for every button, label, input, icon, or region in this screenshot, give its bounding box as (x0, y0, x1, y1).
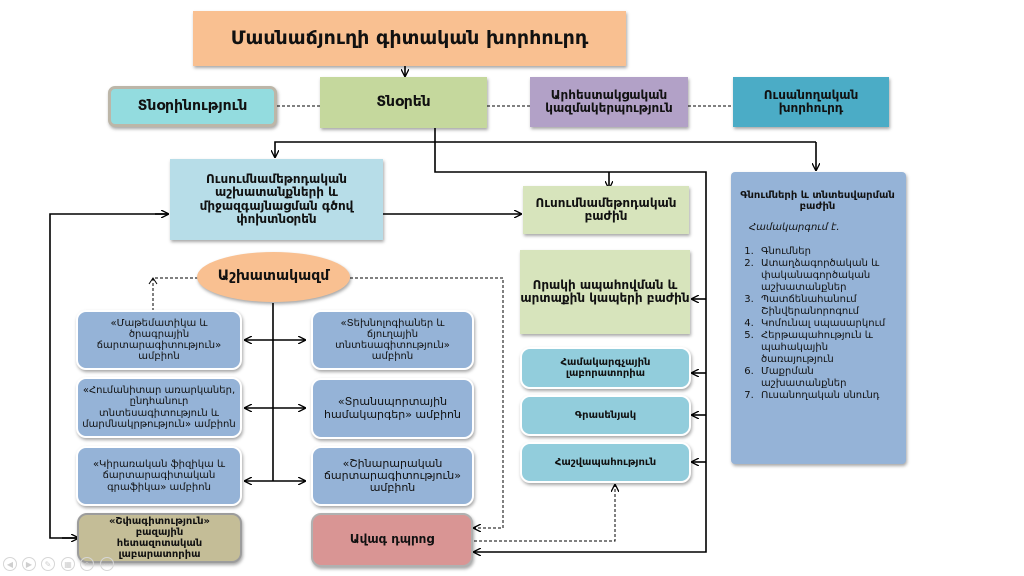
next-icon[interactable]: ▶ (22, 557, 36, 571)
procurement-subtitle: Համակարգում է. (749, 222, 840, 234)
staff-ellipse: Աշխատակազմ (197, 252, 350, 302)
procurement-item: Մաքրման աշխատանքներ (757, 366, 898, 390)
deputy-director-box: Ուսումնամեթոդական աշխատանքների և միջազգա… (170, 159, 383, 240)
procurement-department-box: Գնումների և տնտեսվարման բաժին Համակարգու… (731, 172, 906, 464)
office-box: Գրասենյակ (520, 395, 691, 436)
previous-icon[interactable]: ◀ (3, 557, 17, 571)
academic-department-box: Ուսումնամեթոդական բաժին (523, 186, 689, 234)
senior-school-box: Ավագ դպրոց (311, 513, 473, 567)
slides-icon[interactable]: ▦ (61, 557, 75, 571)
quality-department-box: Որակի ապահովման և արտաքին կապերի բաժին (520, 250, 690, 334)
union-box: Արհեստակցական կազմակերպություն (530, 77, 688, 127)
student-council-box: Ուսանողական խորհուրդ (733, 77, 889, 127)
chair-construction: «Շինարարական ճարտարագիտություն» ամբիոն (311, 446, 474, 506)
line-to-deputy (275, 141, 816, 157)
management-box: Տնօրինություն (108, 86, 277, 127)
director-box: Տնօրեն (320, 77, 487, 128)
chair-technologies: «Տեխնոլոգիաներ և ճյուղային տնտեսագիտությ… (311, 310, 474, 370)
chair-applied-physics: «Կիրառական ֆիզիկա և ճարտարագիտական գրաֆի… (76, 446, 242, 506)
computer-lab-box: Համակարգչային լաբորատորիա (520, 347, 691, 389)
research-lab-box: «Շփագիտություն» բազային հետազոտական լաբա… (77, 513, 242, 563)
chair-transport: «Տրանսպորտային համակարգեր» ամբիոն (311, 378, 474, 439)
procurement-item: Ուսանողական սնունդ (757, 390, 898, 402)
dash-accounting-school (474, 485, 615, 542)
procurement-item: Հերթապահություն և պահակային ծառայություն (757, 330, 898, 366)
procurement-item: Գնումներ (757, 246, 898, 258)
chair-math-software: «Մաթեմատիկա և ծրագրային ճարտարագիտությու… (76, 310, 242, 370)
procurement-item: Կոմունալ սպասարկում (757, 318, 898, 330)
pen-icon[interactable]: ✎ (41, 557, 55, 571)
accounting-box: Հաշվապահություն (520, 442, 691, 483)
scientific-council-title: Մասնաճյուղի գիտական խորհուրդ (193, 11, 626, 66)
chair-humanities: «Հումանիտար առարկաներ, ընդհանուր տնտեսագ… (76, 377, 242, 438)
procurement-title: Գնումների և տնտեսվարման բաժին (740, 190, 895, 213)
menu-icon[interactable]: ⋯ (100, 557, 114, 571)
dash-staff-left (152, 277, 198, 310)
procurement-item: Ատաղձագործական և փականագործական աշխատանք… (757, 258, 898, 294)
procurement-item: Պատճենահանում Շինվերանորոգում (757, 294, 898, 318)
zoom-icon[interactable]: ⌕ (80, 557, 94, 571)
procurement-items: Գնումներ Ատաղձագործական և փականագործական… (737, 246, 898, 402)
